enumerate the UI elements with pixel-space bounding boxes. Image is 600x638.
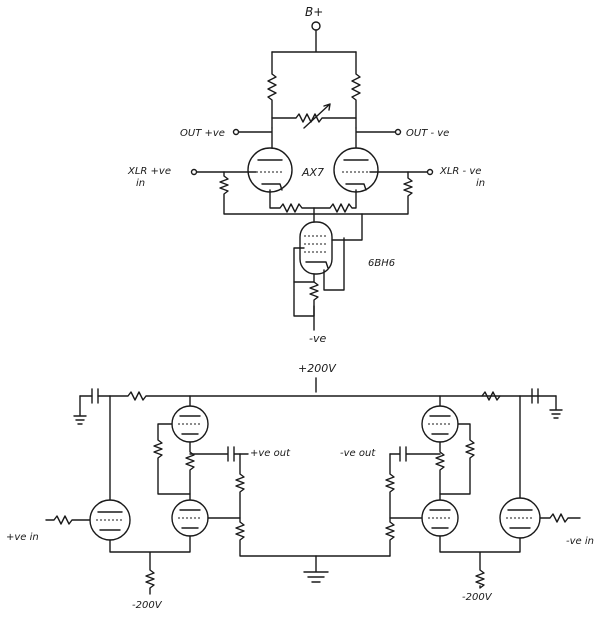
grid-resistors [219,171,413,215]
bplus-terminal [311,21,321,31]
out-neg-terminal [394,128,402,136]
bottom-circuit: +200V +ve out +ve in -200V [6,362,594,611]
right-upper-triode-electrodes [429,415,451,435]
triode-left-electrodes [257,159,283,191]
out-neg-wire [355,127,396,149]
top-rail [79,391,557,401]
triode-right-electrodes [343,159,369,191]
ccs-pentode-grids [304,235,328,253]
ccs-screen-wiring [323,237,345,291]
in-pos-label-2: in [136,178,145,189]
plus200-label: +200V [298,362,337,375]
right-out-cap [389,446,441,462]
ccs-cathode-resistor [293,273,319,317]
ground-top-right [549,395,563,419]
triode-right [333,147,379,193]
right-upper-bias [439,395,475,495]
plate-resistor-left [267,51,277,129]
in-neg-label-1: XLR - ve [439,166,481,177]
triode-left [247,147,293,193]
neg200-right-label: -200V [462,592,493,603]
ccs-bias-wiring [293,213,363,283]
left-lower-triode-electrodes [179,509,201,529]
out-pos-terminal [232,128,240,136]
central-ground [303,555,329,583]
bplus-label: B+ [305,5,323,19]
left-upper-triode-electrodes [179,415,201,435]
left-input-triode-electrodes [97,511,123,531]
left-mid-resistor [185,441,195,501]
neg-out-label: -ve out [340,448,376,459]
left-grid-stopper [45,515,91,525]
right-mid-resistor [435,441,445,501]
rail-resistor-right [481,391,501,401]
right-divider [385,453,395,557]
out-pos-wire [238,127,273,149]
pot-arrow [303,103,331,129]
right-tail [439,535,521,589]
neg-in-label: -ve in [566,536,594,547]
out-neg-label: OUT - ve [406,128,449,139]
6bh6-label: 6BH6 [368,258,395,269]
in-neg-label-2: in [476,178,485,189]
right-lower-triode-electrodes [429,509,451,529]
left-upper-bias [153,395,191,495]
in-pos-terminal [190,168,198,176]
pos-in-label: +ve in [6,532,39,543]
in-neg-terminal [426,168,434,176]
right-input-triode-electrodes [507,509,533,529]
top-circuit: B+ OUT +ve OUT - ve AX7 XLR +ve in XLR -… [127,5,485,345]
plate-resistor-right [351,51,361,129]
out-pos-label: OUT +ve [180,128,225,139]
left-out-cap [189,446,249,462]
neg200-left-label: -200V [132,600,163,611]
bplus-rail [271,29,357,53]
ax7-label: AX7 [301,166,324,179]
left-tail [109,535,191,595]
in-pos-label-1: XLR +ve [127,166,171,177]
pos-out-label: +ve out [250,448,291,459]
left-divider [235,453,391,557]
cap-left [91,388,99,404]
right-grid-stopper [539,513,581,523]
balance-pot [271,113,357,123]
neg-supply-label: -ve [309,332,326,345]
cap-right [531,388,539,404]
ground-top-left [73,395,87,425]
cathode-resistors [269,189,357,213]
